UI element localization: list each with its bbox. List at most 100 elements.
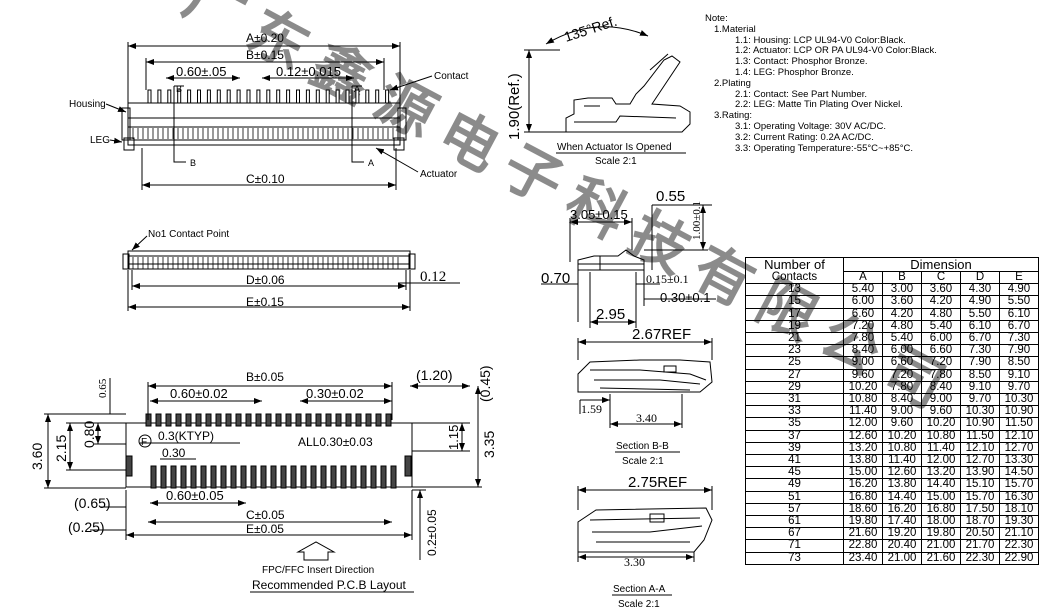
table-cell: 17.50: [960, 502, 1000, 517]
contact-pin: [256, 89, 261, 104]
opened-caption: When Actuator Is Opened: [557, 142, 672, 153]
dim-thickness-label: 0.12: [420, 269, 446, 285]
table-cell: 12.70: [999, 441, 1039, 456]
dim-offset-label: 0.12±0.015: [276, 64, 341, 79]
pcb-pad-top: [245, 413, 252, 427]
pcb-v020: 0.2±0.05: [425, 509, 439, 556]
table-cell: 4.30: [960, 283, 1000, 297]
opened-scale: Scale 2:1: [595, 156, 637, 167]
pcb-pad-bottom: [330, 465, 337, 489]
pcb-pad-bottom: [190, 465, 197, 489]
pcb-ref065: (0.65): [74, 495, 111, 511]
table-cell: 10.80: [882, 441, 922, 456]
notes-m3: 1.3: Contact: Phosphor Bronze.: [735, 56, 868, 68]
header-contacts-1: Number of: [745, 257, 844, 272]
pcb-pad-bottom: [210, 465, 217, 489]
contact-pin: [375, 89, 380, 104]
notes-m1: 1.1: Housing: LCP UL94-V0 Color:Black.: [735, 34, 906, 46]
table-cell: 19.80: [843, 515, 883, 529]
table-cell: 35: [745, 417, 844, 431]
table-cell: 39: [745, 441, 844, 456]
table-cell: 41: [745, 454, 844, 468]
pcb-pad-top: [275, 413, 282, 427]
dim-d-label: D±0.06: [246, 273, 285, 287]
table-cell: 15.00: [921, 490, 961, 504]
table-cell: 37: [745, 429, 844, 443]
pcb-v215: 2.15: [53, 435, 69, 462]
table-cell: 7.30: [960, 344, 1000, 358]
pcb-pad-top: [265, 413, 272, 427]
table-cell: 6.70: [960, 332, 1000, 346]
pcb-v080: 0.80: [81, 421, 97, 448]
pcb-pad-top: [225, 413, 232, 427]
pcb-pad-top: [315, 413, 322, 427]
notes-rating: 3.Rating:: [714, 110, 753, 122]
pcb-pad-bottom: [230, 465, 237, 489]
table-cell: 6.60: [882, 356, 922, 370]
pcb-pad-bottom: [310, 465, 317, 489]
dim-e-label: E±0.15: [246, 295, 284, 309]
section-a-scale: Scale 2:1: [618, 599, 660, 610]
table-cell: 13: [745, 283, 844, 297]
pcb-bot-pitch: 0.60±0.05: [166, 488, 224, 503]
table-cell: 14.50: [999, 466, 1039, 480]
contact-pin: [355, 89, 360, 104]
table-cell: 18.10: [999, 502, 1039, 517]
pcb-pad-top: [385, 413, 392, 427]
table-cell: 13.20: [843, 441, 883, 456]
contact-pin: [325, 89, 330, 104]
table-cell: 7.20: [843, 319, 883, 334]
pcb-pad-top: [335, 413, 342, 427]
pcb-typ: 0.3(KTYP): [158, 429, 214, 443]
table-cell: 12.60: [843, 429, 883, 443]
table-cell: 14.40: [882, 490, 922, 504]
table-cell: 5.40: [843, 283, 883, 297]
header-dimension: Dimension: [843, 257, 1039, 272]
front-view: [122, 235, 460, 311]
pcb-pad-top: [375, 413, 382, 427]
table-cell: 6.00: [921, 332, 961, 346]
contact-pin: [345, 89, 350, 104]
pcb-top-offset: 0.30±0.02: [306, 386, 364, 401]
pcb-v360: 3.60: [29, 443, 45, 470]
table-cell: 5.50: [960, 307, 1000, 321]
pcb-pad-bottom: [280, 465, 287, 489]
table-cell: 20.40: [882, 539, 922, 553]
table-cell: 4.80: [921, 307, 961, 321]
table-cell: 9.60: [921, 405, 961, 419]
table-cell: 49: [745, 478, 844, 492]
table-cell: 25: [745, 356, 844, 370]
dimension-table: Number of Dimension Contacts A B C D E 1…: [745, 257, 1039, 565]
pcb-all: ALL0.30±0.03: [298, 435, 373, 449]
no1-contact-label: No1 Contact Point: [148, 229, 229, 240]
side-w295: 2.95: [596, 306, 625, 323]
contact-pin: [335, 89, 340, 104]
pcb-pad-top: [365, 413, 372, 427]
table-cell: 4.20: [882, 307, 922, 321]
contact-pin: [157, 89, 162, 104]
section-b-caption: Section B-B: [616, 441, 669, 452]
table-cell: 33: [745, 405, 844, 419]
section-b-view: [577, 338, 713, 428]
table-cell: 45: [745, 466, 844, 480]
contact-pin: [216, 89, 221, 104]
table-cell: 67: [745, 527, 844, 541]
table-cell: 6.10: [999, 307, 1039, 321]
dim-c-label: C±0.10: [246, 172, 285, 186]
pcb-pad-top: [305, 413, 312, 427]
table-cell: 31: [745, 393, 844, 407]
pcb-pad-bottom: [320, 465, 327, 489]
table-cell: 7.30: [999, 332, 1039, 346]
pcb-layout: [44, 378, 482, 561]
table-cell: 9.70: [999, 380, 1039, 395]
table-cell: 4.90: [999, 283, 1039, 297]
pcb-pad-bottom: [180, 465, 187, 489]
table-cell: 12.70: [960, 454, 1000, 468]
pcb-pad-bottom: [150, 465, 157, 489]
pcb-mark-f: F: [141, 437, 147, 448]
